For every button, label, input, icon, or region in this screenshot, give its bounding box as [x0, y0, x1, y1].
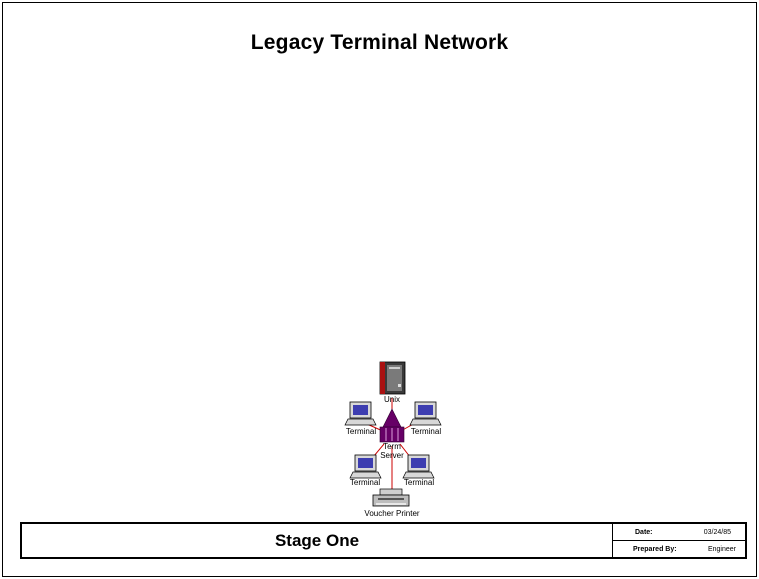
prepared-by-row: Prepared By: Engineer [613, 541, 745, 557]
prepared-by-value: Engineer [707, 546, 736, 553]
date-row: Date: 03/24/85 [613, 524, 745, 541]
terminal-icon [409, 401, 442, 426]
stage-label: Stage One [22, 524, 613, 557]
unix-label: Unix [384, 395, 400, 404]
terminal-lower-left-label: Terminal [350, 478, 380, 487]
terminal-icon [344, 401, 377, 426]
page-title: Legacy Terminal Network [250, 31, 509, 54]
title-block: Stage One Date: 03/24/85 Prepared By: En… [20, 522, 747, 559]
term-server-label-line1: Term [383, 442, 401, 451]
unix-server-icon [379, 361, 406, 395]
terminal-icon [349, 454, 382, 479]
term-server-label-line2: Server [380, 451, 404, 460]
date-label: Date: [635, 529, 653, 536]
terminal-icon [402, 454, 435, 479]
terminal-upper-left-label: Terminal [346, 427, 376, 436]
printer-icon [372, 488, 410, 507]
voucher-printer-label: Voucher Printer [364, 509, 419, 518]
date-value: 03/24/85 [703, 529, 731, 536]
terminal-lower-right-label: Terminal [404, 478, 434, 487]
terminal-server-icon [379, 408, 405, 443]
prepared-by-label: Prepared By: [633, 546, 677, 553]
terminal-upper-right-label: Terminal [411, 427, 441, 436]
